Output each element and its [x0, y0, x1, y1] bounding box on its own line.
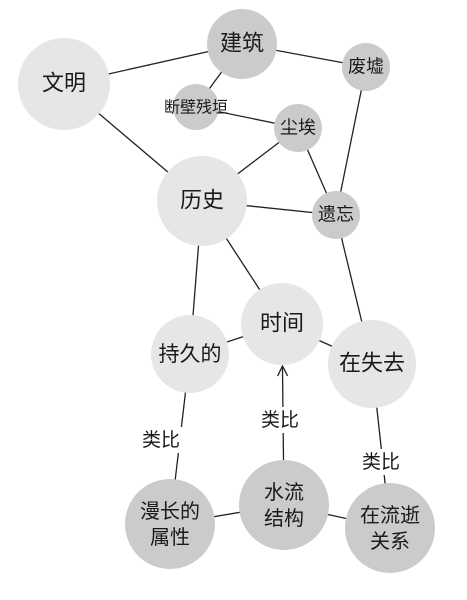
- node-chenai: 尘埃: [274, 104, 322, 152]
- edge-label-analogy: 类比: [362, 451, 400, 473]
- node-zaishiqu: 在失去: [328, 320, 416, 408]
- node-circle: [312, 191, 360, 239]
- node-circle: [125, 479, 215, 569]
- node-circle: [241, 283, 323, 365]
- node-shijian: 时间: [241, 283, 323, 365]
- node-circle: [151, 315, 229, 393]
- node-circle: [157, 156, 247, 246]
- node-jianzhu: 建筑: [207, 9, 277, 79]
- node-circle: [328, 320, 416, 408]
- node-label: 文明: [42, 72, 86, 97]
- edge-label-bg: [256, 407, 304, 433]
- node-circle: [18, 38, 110, 130]
- node-circle: [173, 84, 219, 130]
- node-circle: [274, 104, 322, 152]
- node-label: 尘埃: [280, 118, 316, 139]
- node-label: 在失去: [339, 352, 405, 377]
- node-label: 持久的: [159, 342, 222, 366]
- node-circle: [207, 9, 277, 79]
- node-label: 水流: [264, 480, 304, 504]
- node-circle: [239, 460, 329, 550]
- node-label: 时间: [260, 312, 304, 337]
- node-label: 遗忘: [318, 205, 354, 226]
- node-yiwang: 遗忘: [312, 191, 360, 239]
- node-label: 属性: [150, 525, 190, 549]
- edge-label-analogy: 类比: [261, 409, 299, 431]
- edge-feixu-yiwang: [335, 66, 367, 216]
- node-label: 断壁残垣: [164, 98, 228, 117]
- edge-label-bg: [137, 427, 185, 453]
- node-duanbi: 断壁残垣: [164, 84, 228, 130]
- node-label: 在流逝: [360, 503, 420, 527]
- node-feixu: 废墟: [342, 43, 390, 91]
- node-circle: [345, 483, 435, 573]
- node-wenming: 文明: [18, 38, 110, 130]
- node-lishi: 历史: [157, 156, 247, 246]
- node-label: 漫长的: [140, 499, 200, 523]
- node-label: 历史: [180, 189, 224, 214]
- node-chijiu: 持久的: [151, 315, 229, 393]
- node-label: 废墟: [348, 57, 384, 78]
- edges-layer: [63, 43, 391, 529]
- node-circle: [342, 43, 390, 91]
- edge-label-analogy: 类比: [142, 429, 180, 451]
- node-label: 关系: [370, 529, 410, 553]
- edge-label-bg: [357, 449, 405, 475]
- node-label: 结构: [264, 506, 304, 530]
- node-label: 建筑: [220, 32, 264, 57]
- nodes-layer: 建筑文明废墟断壁残垣尘埃历史遗忘时间持久的在失去漫长的属性水流结构在流逝关系: [18, 9, 435, 573]
